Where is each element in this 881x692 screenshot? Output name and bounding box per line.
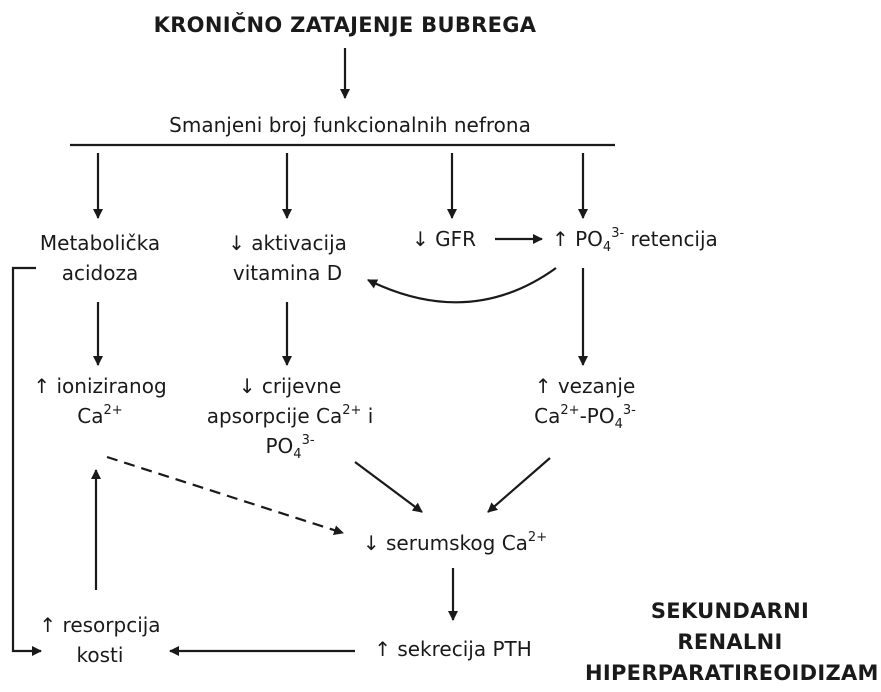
- binding-label: ↑ vezanje Ca2+-PO43-: [534, 374, 636, 432]
- outcome-label: SEKUNDARNI RENALNI HIPERPARATIREOIDIZAM: [585, 599, 879, 685]
- bracket-acidosis-to-resorption: [11, 266, 42, 656]
- po4-retention-label: ↑ PO43- retencija: [552, 226, 718, 255]
- pth-secretion-label: ↑ sekrecija PTH: [374, 637, 532, 661]
- gut-absorption-label: ↓ crijevne apsorpcije Ca2+ i PO43-: [206, 374, 374, 462]
- acidosis-label: Metabolička acidoza: [39, 231, 161, 285]
- nephron-label: Smanjeni broj funkcionalnih nefrona: [169, 113, 531, 137]
- serum-calcium-label: ↓ serumskog Ca2+: [362, 530, 548, 555]
- gfr-label: ↓ GFR: [412, 227, 477, 251]
- arrow-gut-to-serum: [354, 461, 423, 513]
- ionized-calcium-label: ↑ ioniziranog Ca2+: [33, 374, 167, 428]
- vitamin-d-label: ↓ aktivacija vitamina D: [228, 231, 347, 285]
- arrow-po4-to-vitamin-d: [367, 267, 557, 304]
- arrow-binding-to-serum: [487, 457, 551, 513]
- bone-resorption-label: ↑ resorpcija kosti: [39, 613, 161, 667]
- arrow-ionized-to-serum-dashed: [106, 455, 344, 536]
- diagram-title: KRONIČNO ZATAJENJE BUBREGA: [153, 13, 537, 37]
